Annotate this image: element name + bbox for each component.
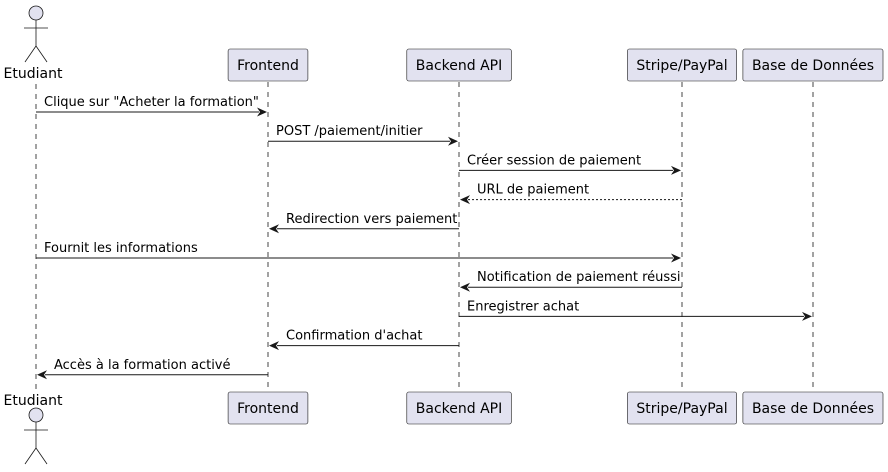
participant-box bbox=[627, 391, 737, 425]
message-enregistrer-achat: Enregistrer achat bbox=[459, 299, 812, 321]
message-label: Notification de paiement réussi bbox=[477, 270, 681, 285]
participant-backend-bottom: Backend API bbox=[406, 391, 512, 425]
participant-etudiant-bottom: Etudiant bbox=[4, 393, 63, 465]
participant-label: Backend API bbox=[416, 58, 502, 74]
message-redirection-vers-paiement: Redirection vers paiement bbox=[269, 212, 459, 234]
participant-db-bottom: Base de Données bbox=[742, 391, 884, 425]
arrowhead bbox=[269, 341, 279, 351]
participant-box bbox=[742, 48, 884, 82]
message-notification-de-paiement-reussi: Notification de paiement réussi bbox=[460, 270, 682, 292]
message-label: POST /paiement/initier bbox=[276, 124, 423, 139]
message-label: Clique sur "Acheter la formation" bbox=[44, 95, 259, 110]
message-label: URL de paiement bbox=[477, 183, 589, 198]
participant-label: Backend API bbox=[416, 401, 502, 417]
message-post-paiement-initier: POST /paiement/initier bbox=[268, 124, 458, 146]
participant-db-top: Base de Données bbox=[742, 48, 884, 82]
participants-top: Etudiant Frontend Backend API Stripe/PayPal… bbox=[4, 5, 884, 82]
message-acces-a-la-formation-active: Accès à la formation activé bbox=[37, 358, 268, 380]
message-clique-sur-acheter-la-formation: Clique sur "Acheter la formation" bbox=[36, 95, 267, 117]
arrowhead bbox=[460, 195, 470, 205]
message-label: Accès à la formation activé bbox=[54, 358, 231, 373]
participant-label: Base de Données bbox=[752, 58, 874, 74]
participant-stripe-top: Stripe/PayPal bbox=[627, 48, 737, 82]
message-creer-session-de-paiement: Créer session de paiement bbox=[459, 153, 681, 175]
message-url-de-paiement: URL de paiement bbox=[460, 183, 682, 205]
message-fournit-les-informations: Fournit les informations bbox=[36, 241, 681, 263]
message-label: Fournit les informations bbox=[44, 241, 198, 256]
arrowhead bbox=[269, 224, 279, 234]
arrowhead bbox=[802, 311, 812, 321]
participant-frontend-bottom: Frontend bbox=[227, 391, 309, 425]
message-label: Confirmation d'achat bbox=[286, 329, 422, 344]
arrowhead bbox=[671, 165, 681, 175]
actor-icon bbox=[24, 407, 48, 465]
participant-label: Stripe/PayPal bbox=[636, 58, 727, 74]
participant-label: Etudiant bbox=[4, 393, 63, 409]
participant-box bbox=[227, 391, 309, 425]
participant-box bbox=[227, 48, 309, 82]
arrowhead bbox=[448, 136, 458, 146]
message-label: Créer session de paiement bbox=[467, 153, 641, 168]
arrowhead bbox=[37, 370, 47, 380]
participant-backend-top: Backend API bbox=[406, 48, 512, 82]
arrowhead bbox=[671, 253, 681, 263]
message-label: Enregistrer achat bbox=[467, 299, 579, 314]
participant-box bbox=[742, 391, 884, 425]
messages: Clique sur "Acheter la formation" POST /p… bbox=[36, 95, 812, 380]
participant-label: Stripe/PayPal bbox=[636, 401, 727, 417]
lifelines bbox=[35, 82, 814, 392]
participant-box bbox=[627, 48, 737, 82]
arrowhead bbox=[460, 282, 470, 292]
actor-icon bbox=[24, 5, 48, 63]
arrowhead bbox=[257, 107, 267, 117]
participant-label: Frontend bbox=[237, 401, 299, 417]
participant-label: Frontend bbox=[237, 58, 299, 74]
participant-box bbox=[406, 391, 512, 425]
participant-label: Base de Données bbox=[752, 401, 874, 417]
participant-stripe-bottom: Stripe/PayPal bbox=[627, 391, 737, 425]
participant-label: Etudiant bbox=[4, 66, 63, 82]
message-confirmation-d-achat: Confirmation d'achat bbox=[269, 329, 459, 351]
message-label: Redirection vers paiement bbox=[286, 212, 457, 227]
participant-box bbox=[406, 48, 512, 82]
participant-etudiant-top: Etudiant bbox=[4, 5, 63, 82]
participant-frontend-top: Frontend bbox=[227, 48, 309, 82]
